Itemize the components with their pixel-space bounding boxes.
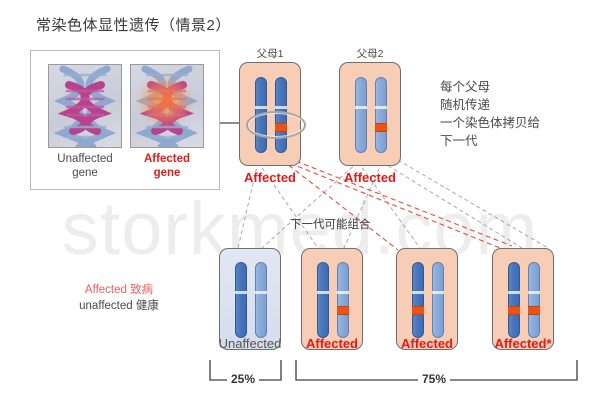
offspring-3-chromosome-left [412, 262, 424, 338]
gene-comparison-panel: Unaffected gene Affected gene [30, 50, 220, 190]
offspring-1-box [219, 248, 281, 350]
parent-2-chromosome-right [375, 77, 387, 153]
percent-unaffected: 25% [227, 372, 260, 386]
generation-note: 下一代可能组合 [290, 219, 371, 231]
offspring-2-chromosome-right [337, 262, 349, 338]
mutation-marker [375, 123, 387, 132]
offspring-1-status: Unaffected [218, 336, 282, 351]
legend: Affected 致病 unaffected 健康 [44, 282, 194, 314]
parent-2-status: Affected [343, 170, 396, 185]
offspring-4-chromosome-left [508, 262, 520, 338]
page-title: 常染色体显性遗传（情景2） [36, 17, 231, 34]
offspring-3-chromosome-right [432, 262, 444, 338]
offspring-2-chromosome-left [317, 262, 329, 338]
unaffected-gene-caption: Unaffected gene [57, 153, 113, 179]
legend-affected: Affected 致病 [84, 284, 154, 296]
offspring-4-status: Affected* [494, 336, 552, 351]
offspring-1-chromosome-right [255, 262, 267, 338]
inheritance-note: 每个父母 随机传递 一个染色体拷贝给 下一代 [440, 80, 541, 148]
magnifier-connector [219, 122, 257, 124]
affected-gene-image [130, 64, 204, 148]
offspring-3-status: Affected [400, 336, 453, 351]
legend-unaffected: unaffected 健康 [79, 300, 159, 312]
mutation-marker [508, 306, 520, 315]
offspring-2-box [301, 248, 363, 350]
mutation-glow [137, 75, 193, 127]
parent-1-label: 父母1 [256, 48, 284, 60]
watermark: storkmed.com [61, 187, 539, 270]
parent-2-box [339, 62, 401, 166]
offspring-4-chromosome-right [528, 262, 540, 338]
parent-2-label: 父母2 [356, 48, 384, 60]
mutation-marker [412, 306, 424, 315]
mutation-marker [337, 306, 349, 315]
parent-1-status: Affected [243, 170, 296, 185]
unaffected-gene-image [48, 64, 122, 148]
offspring-1-chromosome-left [235, 262, 247, 338]
offspring-3-box [396, 248, 458, 350]
offspring-2-status: Affected [305, 336, 358, 351]
parent-2-chromosome-left [355, 77, 367, 153]
percent-affected: 75% [418, 372, 451, 386]
offspring-4-box [492, 248, 554, 350]
mutation-marker [528, 306, 540, 315]
magnifier-ellipse [246, 111, 306, 139]
affected-gene-caption: Affected gene [143, 153, 190, 179]
